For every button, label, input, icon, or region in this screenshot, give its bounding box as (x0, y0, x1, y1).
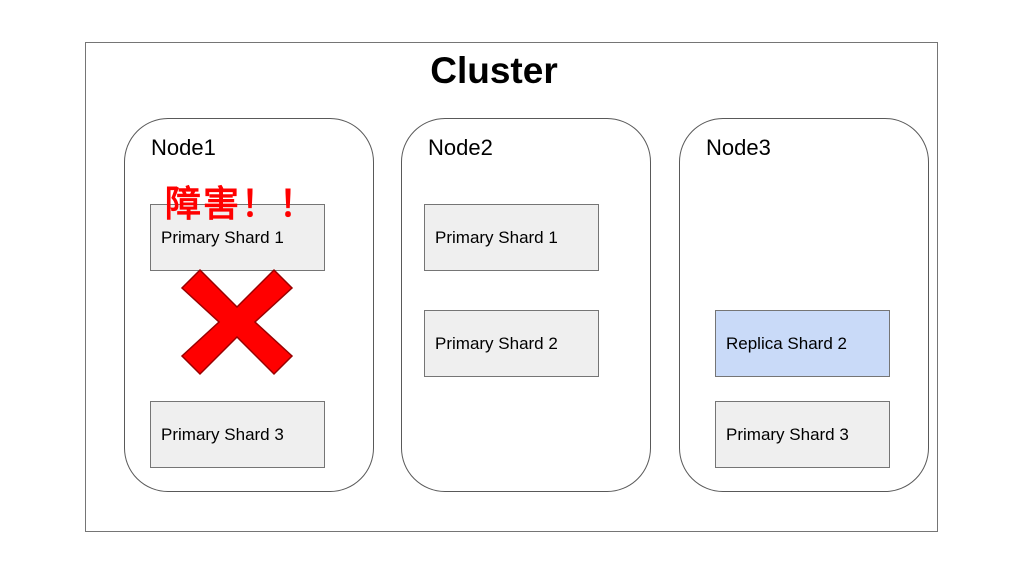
cross-icon (180, 268, 294, 376)
failure-label: 障害！！ (165, 183, 318, 224)
shard-node2-primary-2: Primary Shard 2 (424, 310, 599, 377)
node-label: Node1 (151, 135, 216, 160)
shard-node1-primary-3: Primary Shard 3 (150, 401, 325, 468)
shard-node2-primary-1: Primary Shard 1 (424, 204, 599, 271)
cluster-title: Cluster (430, 50, 558, 91)
node-2: Node2 (401, 118, 651, 492)
node-label: Node3 (706, 135, 771, 160)
node-label: Node2 (428, 135, 493, 160)
shard-node1-primary-1: Primary Shard 1 (150, 204, 325, 271)
shard-node3-primary-3: Primary Shard 3 (715, 401, 890, 468)
shard-node3-replica-2: Replica Shard 2 (715, 310, 890, 377)
